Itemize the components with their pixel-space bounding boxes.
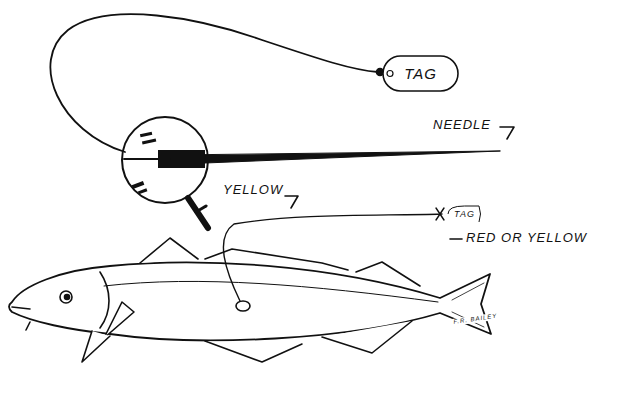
fish-pupil: [65, 295, 70, 300]
tag-outline-shape: [383, 56, 458, 91]
small-tag: TAG: [446, 205, 483, 223]
part-label: NEEDLE: [433, 118, 491, 132]
color-label: RED OR YELLOW: [466, 231, 587, 245]
inset-mark: [138, 188, 147, 194]
fish-eye: [60, 291, 72, 303]
tag-text: TAG: [454, 209, 475, 219]
magnifier-handle-cap: [196, 206, 206, 212]
dorsal-fin: [356, 262, 420, 286]
attachment-loop: [236, 301, 250, 311]
lateral-line: [104, 281, 438, 302]
needle: [205, 151, 500, 163]
tag-outline-shape: [448, 206, 481, 222]
anal-fin: [205, 341, 302, 362]
tag-thread: [50, 14, 378, 152]
wire-knot: [436, 208, 444, 220]
tag-text: TAG: [404, 65, 437, 82]
magnifier-handle: [188, 198, 208, 228]
dorsal-fin: [140, 238, 198, 263]
leader-hook: [285, 196, 298, 208]
tag-hole: [387, 71, 393, 77]
inset-circle: [122, 117, 208, 203]
fish-barbel: [26, 322, 30, 330]
needle-slot: [124, 158, 170, 160]
tag-wire: [223, 214, 442, 301]
gill-cover: [100, 272, 109, 328]
leader-dash: [450, 238, 462, 240]
fish-body: [9, 262, 491, 340]
pelvic-fin: [82, 331, 110, 362]
inset-mark: [132, 181, 145, 189]
color-label: YELLOW: [223, 183, 283, 197]
anal-fin: [322, 321, 412, 353]
inset-mark: [142, 139, 156, 145]
leader-hook: [500, 127, 514, 139]
fish-mouth: [12, 307, 30, 309]
tag-oval: TAG: [382, 55, 459, 92]
pectoral-fin: [104, 302, 134, 338]
inset-mark: [140, 132, 152, 137]
